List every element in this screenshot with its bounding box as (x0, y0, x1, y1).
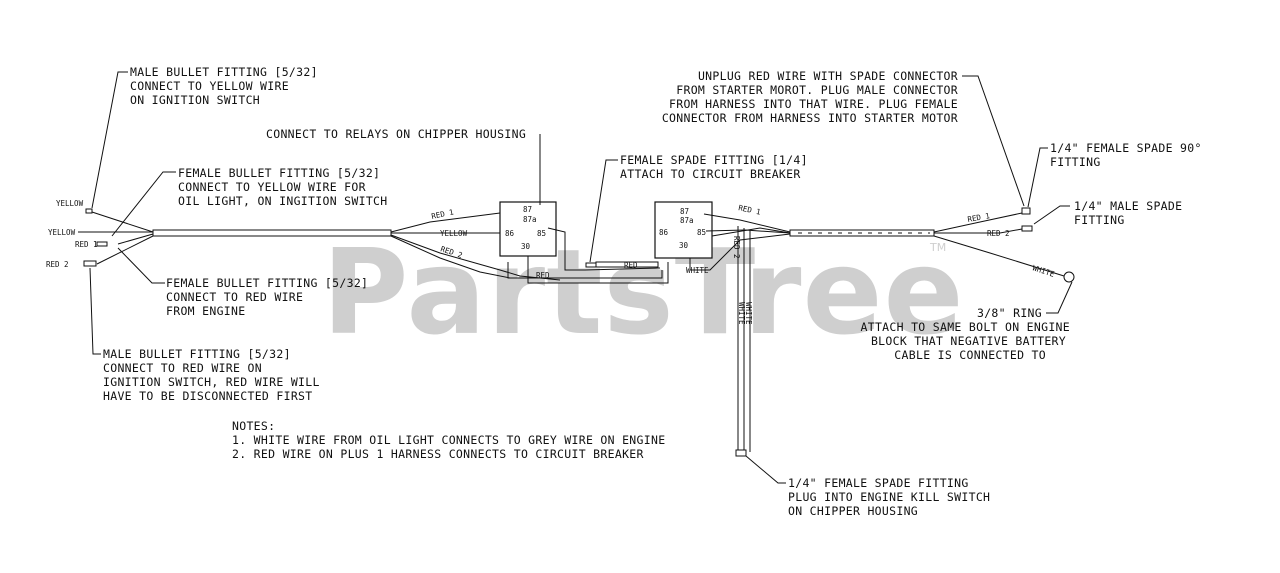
wire-label-red-bottom: RED (536, 271, 550, 280)
wire-label-yellow-left: YELLOW (48, 228, 76, 237)
wire-label-red2-right: RED 2 (987, 229, 1010, 238)
note-item: 1. WHITE WIRE FROM OIL LIGHT CONNECTS TO… (232, 433, 665, 447)
red1-female-bullet (96, 241, 108, 247)
trademark-mark: TM (929, 241, 946, 254)
breaker-female-spade (585, 262, 597, 268)
callout-line: CONNECTOR FROM HARNESS INTO STARTER MOTO… (662, 111, 958, 125)
relay2-t87a: 87a (680, 216, 694, 225)
wire-label-white-relay2: WHITE (686, 266, 709, 275)
callout-ring: 3/8" RING ATTACH TO SAME BOLT ON ENGINE … (861, 306, 1070, 362)
callout-line: ON CHIPPER HOUSING (788, 504, 918, 518)
callout-line: OIL LIGHT, ON INGITION SWITCH (178, 194, 387, 208)
callout-line: FEMALE BULLET FITTING [5/32] (178, 166, 380, 180)
note-item: 2. RED WIRE ON PLUS 1 HARNESS CONNECTS T… (232, 447, 644, 461)
callout-line: MALE BULLET FITTING [5/32] (130, 65, 318, 79)
relay-2: 87 87a 86 85 30 (654, 201, 713, 259)
wire-label-red2-vertical: RED 2 (732, 236, 741, 259)
harness-to-relay1-wires (390, 212, 561, 281)
callout-line: PLUG INTO ENGINE KILL SWITCH (788, 490, 990, 504)
callout-line: MALE BULLET FITTING [5/32] (103, 347, 291, 361)
relay2-t86: 86 (659, 228, 669, 237)
left-wires (78, 208, 154, 267)
callout-line: 1/4" FEMALE SPADE 90° (1050, 141, 1202, 155)
callout-line: ATTACH TO SAME BOLT ON ENGINE (861, 320, 1070, 334)
relay1-t86: 86 (505, 229, 515, 238)
callout-line: FITTING (1050, 155, 1101, 169)
callout-male-spade: 1/4" MALE SPADE FITTING (1074, 199, 1182, 227)
wire-label-red1-right: RED 1 (738, 203, 762, 216)
callout-line: FITTING (1074, 213, 1125, 227)
callout-line: CONNECT TO YELLOW WIRE (130, 79, 289, 93)
relay1-t87: 87 (523, 205, 532, 214)
relay1-t85: 85 (537, 229, 546, 238)
relay2-t87: 87 (680, 207, 689, 216)
wire-label-red1-left: RED 1 (75, 240, 98, 249)
wire-label-white-ring: WHITE (1031, 263, 1056, 279)
callout-line: ON IGNITION SWITCH (130, 93, 260, 107)
relay1-t87a: 87a (523, 215, 537, 224)
kill-switch-spade (735, 449, 747, 457)
wire-label-red1-far: RED 1 (967, 211, 991, 224)
callout-line: UNPLUG RED WIRE WITH SPADE CONNECTOR (698, 69, 958, 83)
relay2-to-harness-wires (689, 213, 791, 271)
wire-labels: YELLOW YELLOW RED 1 RED 2 RED 1 YELLOW R… (46, 199, 1056, 325)
right-wires (933, 207, 1075, 283)
callout-line: FROM ENGINE (166, 304, 245, 318)
callout-male-bullet-red: MALE BULLET FITTING [5/32] CONNECT TO RE… (103, 347, 320, 403)
relay1-t30: 30 (521, 242, 531, 251)
callout-line: IGNITION SWITCH, RED WIRE WILL (103, 375, 320, 389)
notes-title: NOTES: (232, 419, 275, 433)
callout-line: CONNECT TO YELLOW WIRE FOR (178, 180, 366, 194)
callout-female-spade-90: 1/4" FEMALE SPADE 90° FITTING (1050, 141, 1202, 169)
callout-line: 1/4" FEMALE SPADE FITTING (788, 476, 969, 490)
callout-line: 3/8" RING (977, 306, 1042, 320)
relay-1: 87 87a 86 85 30 (499, 201, 557, 257)
ring-terminal (1063, 271, 1075, 283)
notes: NOTES: 1. WHITE WIRE FROM OIL LIGHT CONN… (232, 419, 665, 461)
callout-female-spade-breaker: FEMALE SPADE FITTING [1/4] ATTACH TO CIR… (620, 153, 808, 181)
callout-line: FROM STARTER MOROT. PLUG MALE CONNECTOR (676, 83, 958, 97)
callout-unplug: UNPLUG RED WIRE WITH SPADE CONNECTOR FRO… (662, 69, 958, 125)
relay-interconnect-wires (507, 227, 669, 284)
callout-line: CONNECT TO RED WIRE (166, 290, 303, 304)
wire-label-red2-left: RED 2 (46, 260, 69, 269)
relay2-t85: 85 (697, 228, 706, 237)
leader-lines (89, 71, 1073, 484)
left-harness (152, 229, 392, 237)
female-spade-90 (1021, 207, 1031, 215)
callout-line: CABLE IS CONNECTED TO (894, 348, 1046, 362)
wire-label-red-between: RED (624, 261, 638, 270)
callout-line: FEMALE BULLET FITTING [5/32] (166, 276, 368, 290)
callout-line: FROM HARNESS INTO THAT WIRE. PLUG FEMALE (669, 97, 958, 111)
wire-label-white-vertical-b: WHITE (744, 302, 753, 325)
callout-line: FEMALE SPADE FITTING [1/4] (620, 153, 808, 167)
callout-line: CONNECT TO RED WIRE ON (103, 361, 262, 375)
callout-line: BLOCK THAT NEGATIVE BATTERY (871, 334, 1066, 348)
callout-relays: CONNECT TO RELAYS ON CHIPPER HOUSING (266, 127, 526, 141)
callout-line: ATTACH TO CIRCUIT BREAKER (620, 167, 801, 181)
wire-label-yellow-mid: YELLOW (440, 229, 468, 238)
relay2-t30: 30 (679, 241, 689, 250)
callout-female-bullet-red: FEMALE BULLET FITTING [5/32] CONNECT TO … (166, 276, 368, 318)
male-spade (1021, 225, 1033, 232)
watermark: PartsTree (322, 223, 965, 361)
wire-label-yellow-top: YELLOW (56, 199, 84, 208)
red2-male-bullet (83, 260, 97, 267)
callout-line: 1/4" MALE SPADE (1074, 199, 1182, 213)
kill-switch-wires (735, 226, 751, 457)
callout-male-bullet-yellow: MALE BULLET FITTING [5/32] CONNECT TO YE… (130, 65, 318, 107)
callout-kill-switch: 1/4" FEMALE SPADE FITTING PLUG INTO ENGI… (788, 476, 990, 518)
callout-line: CONNECT TO RELAYS ON CHIPPER HOUSING (266, 127, 526, 141)
callout-line: HAVE TO BE DISCONNECTED FIRST (103, 389, 312, 403)
callout-female-bullet-yellow: FEMALE BULLET FITTING [5/32] CONNECT TO … (178, 166, 387, 208)
yellow-male-bullet (85, 208, 93, 214)
wire-label-white-vertical-a: WHITE (737, 302, 746, 325)
